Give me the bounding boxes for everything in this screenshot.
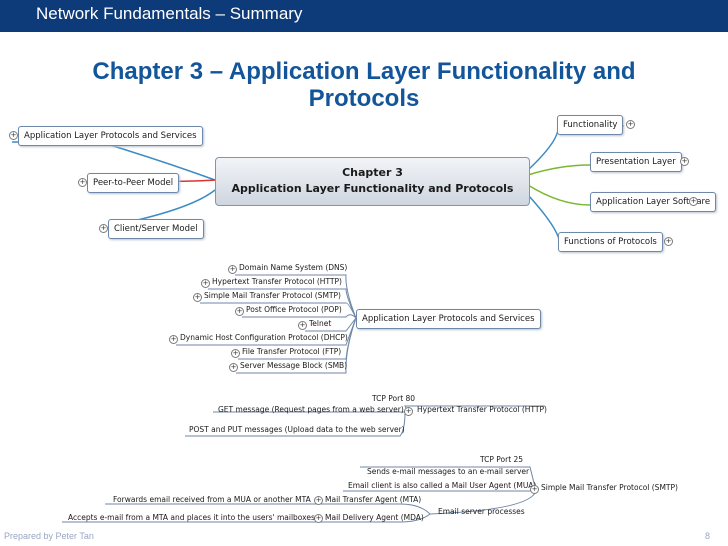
http-get-message[interactable]: GET message (Request pages from a web se… bbox=[218, 405, 404, 414]
expand-icon[interactable]: + bbox=[235, 307, 244, 316]
expand-icon[interactable]: + bbox=[231, 349, 240, 358]
expand-icon[interactable]: + bbox=[78, 178, 87, 187]
central-topic-line-1: Chapter 3 bbox=[342, 166, 403, 179]
http-hub[interactable]: Hypertext Transfer Protocol (HTTP) bbox=[417, 405, 547, 414]
slide-title-line-2: Protocols bbox=[308, 85, 420, 112]
branch-client-server[interactable]: Client/Server Model bbox=[108, 219, 204, 239]
http-post-put-message[interactable]: POST and PUT messages (Upload data to th… bbox=[189, 425, 405, 434]
protocol-dhcp[interactable]: Dynamic Host Configuration Protocol (DHC… bbox=[180, 333, 348, 342]
smtp-mta-description[interactable]: Forwards email received from a MUA or an… bbox=[113, 495, 311, 504]
protocol-dns[interactable]: Domain Name System (DNS) bbox=[239, 263, 348, 272]
header-bar: Network Fundamentals – Summary bbox=[0, 0, 728, 32]
branch-functionality[interactable]: Functionality bbox=[557, 115, 624, 135]
expand-icon[interactable]: + bbox=[228, 265, 237, 274]
protocol-pop[interactable]: Post Office Protocol (POP) bbox=[246, 305, 342, 314]
protocols-hub[interactable]: Application Layer Protocols and Services bbox=[356, 309, 541, 329]
expand-icon[interactable]: + bbox=[9, 131, 18, 140]
protocol-telnet[interactable]: Telnet bbox=[309, 319, 332, 328]
page-number: 8 bbox=[704, 531, 710, 541]
protocol-ftp[interactable]: File Transfer Protocol (FTP) bbox=[242, 347, 342, 356]
header-title: Network Fundamentals – Summary bbox=[36, 4, 303, 23]
smtp-hub[interactable]: Simple Mail Transfer Protocol (SMTP) bbox=[541, 483, 678, 492]
branch-functions-of-protocols[interactable]: Functions of Protocols bbox=[558, 232, 663, 252]
expand-icon[interactable]: + bbox=[626, 120, 635, 129]
slide-title-line-1: Chapter 3 – Application Layer Functional… bbox=[92, 58, 636, 85]
expand-icon[interactable]: + bbox=[229, 363, 238, 372]
expand-icon[interactable]: + bbox=[314, 496, 323, 505]
slide-title: Chapter 3 – Application Layer Functional… bbox=[0, 58, 728, 112]
expand-icon[interactable]: + bbox=[314, 514, 323, 523]
smtp-mda-description[interactable]: Accepts e-mail from a MTA and places it … bbox=[68, 513, 315, 522]
protocol-smtp[interactable]: Simple Mail Transfer Protocol (SMTP) bbox=[204, 291, 341, 300]
expand-icon[interactable]: + bbox=[201, 279, 210, 288]
central-topic-line-2: Application Layer Functionality and Prot… bbox=[231, 182, 514, 195]
footer-author: Prepared by Peter Tan bbox=[4, 531, 94, 541]
smtp-email-server-processes[interactable]: Email server processes bbox=[438, 507, 525, 516]
expand-icon[interactable]: + bbox=[193, 293, 202, 302]
smtp-sends-email[interactable]: Sends e-mail messages to an e-mail serve… bbox=[367, 467, 530, 476]
smtp-email-client-mua[interactable]: Email client is also called a Mail User … bbox=[348, 481, 537, 490]
smtp-port-label: TCP Port 25 bbox=[480, 455, 524, 464]
expand-icon[interactable]: + bbox=[680, 157, 689, 166]
branch-app-layer-software[interactable]: Application Layer Software bbox=[590, 192, 717, 212]
expand-icon[interactable]: + bbox=[99, 224, 108, 233]
expand-icon[interactable]: + bbox=[298, 321, 307, 330]
branch-peer-to-peer[interactable]: Peer-to-Peer Model bbox=[87, 173, 180, 193]
expand-icon[interactable]: + bbox=[404, 407, 413, 416]
central-topic[interactable]: Chapter 3 Application Layer Functionalit… bbox=[215, 157, 530, 206]
http-port-label: TCP Port 80 bbox=[372, 394, 416, 403]
branch-presentation-layer[interactable]: Presentation Layer bbox=[590, 152, 682, 172]
branch-app-layer-protocols[interactable]: Application Layer Protocols and Services bbox=[18, 126, 203, 146]
protocol-smb[interactable]: Server Message Block (SMB) bbox=[240, 361, 348, 370]
smtp-mta[interactable]: Mail Transfer Agent (MTA) bbox=[325, 495, 422, 504]
expand-icon[interactable]: + bbox=[664, 237, 673, 246]
expand-icon[interactable]: + bbox=[689, 197, 698, 206]
smtp-mda[interactable]: Mail Delivery Agent (MDA) bbox=[325, 513, 424, 522]
protocol-http[interactable]: Hypertext Transfer Protocol (HTTP) bbox=[212, 277, 342, 286]
expand-icon[interactable]: + bbox=[169, 335, 178, 344]
expand-icon[interactable]: + bbox=[530, 485, 539, 494]
